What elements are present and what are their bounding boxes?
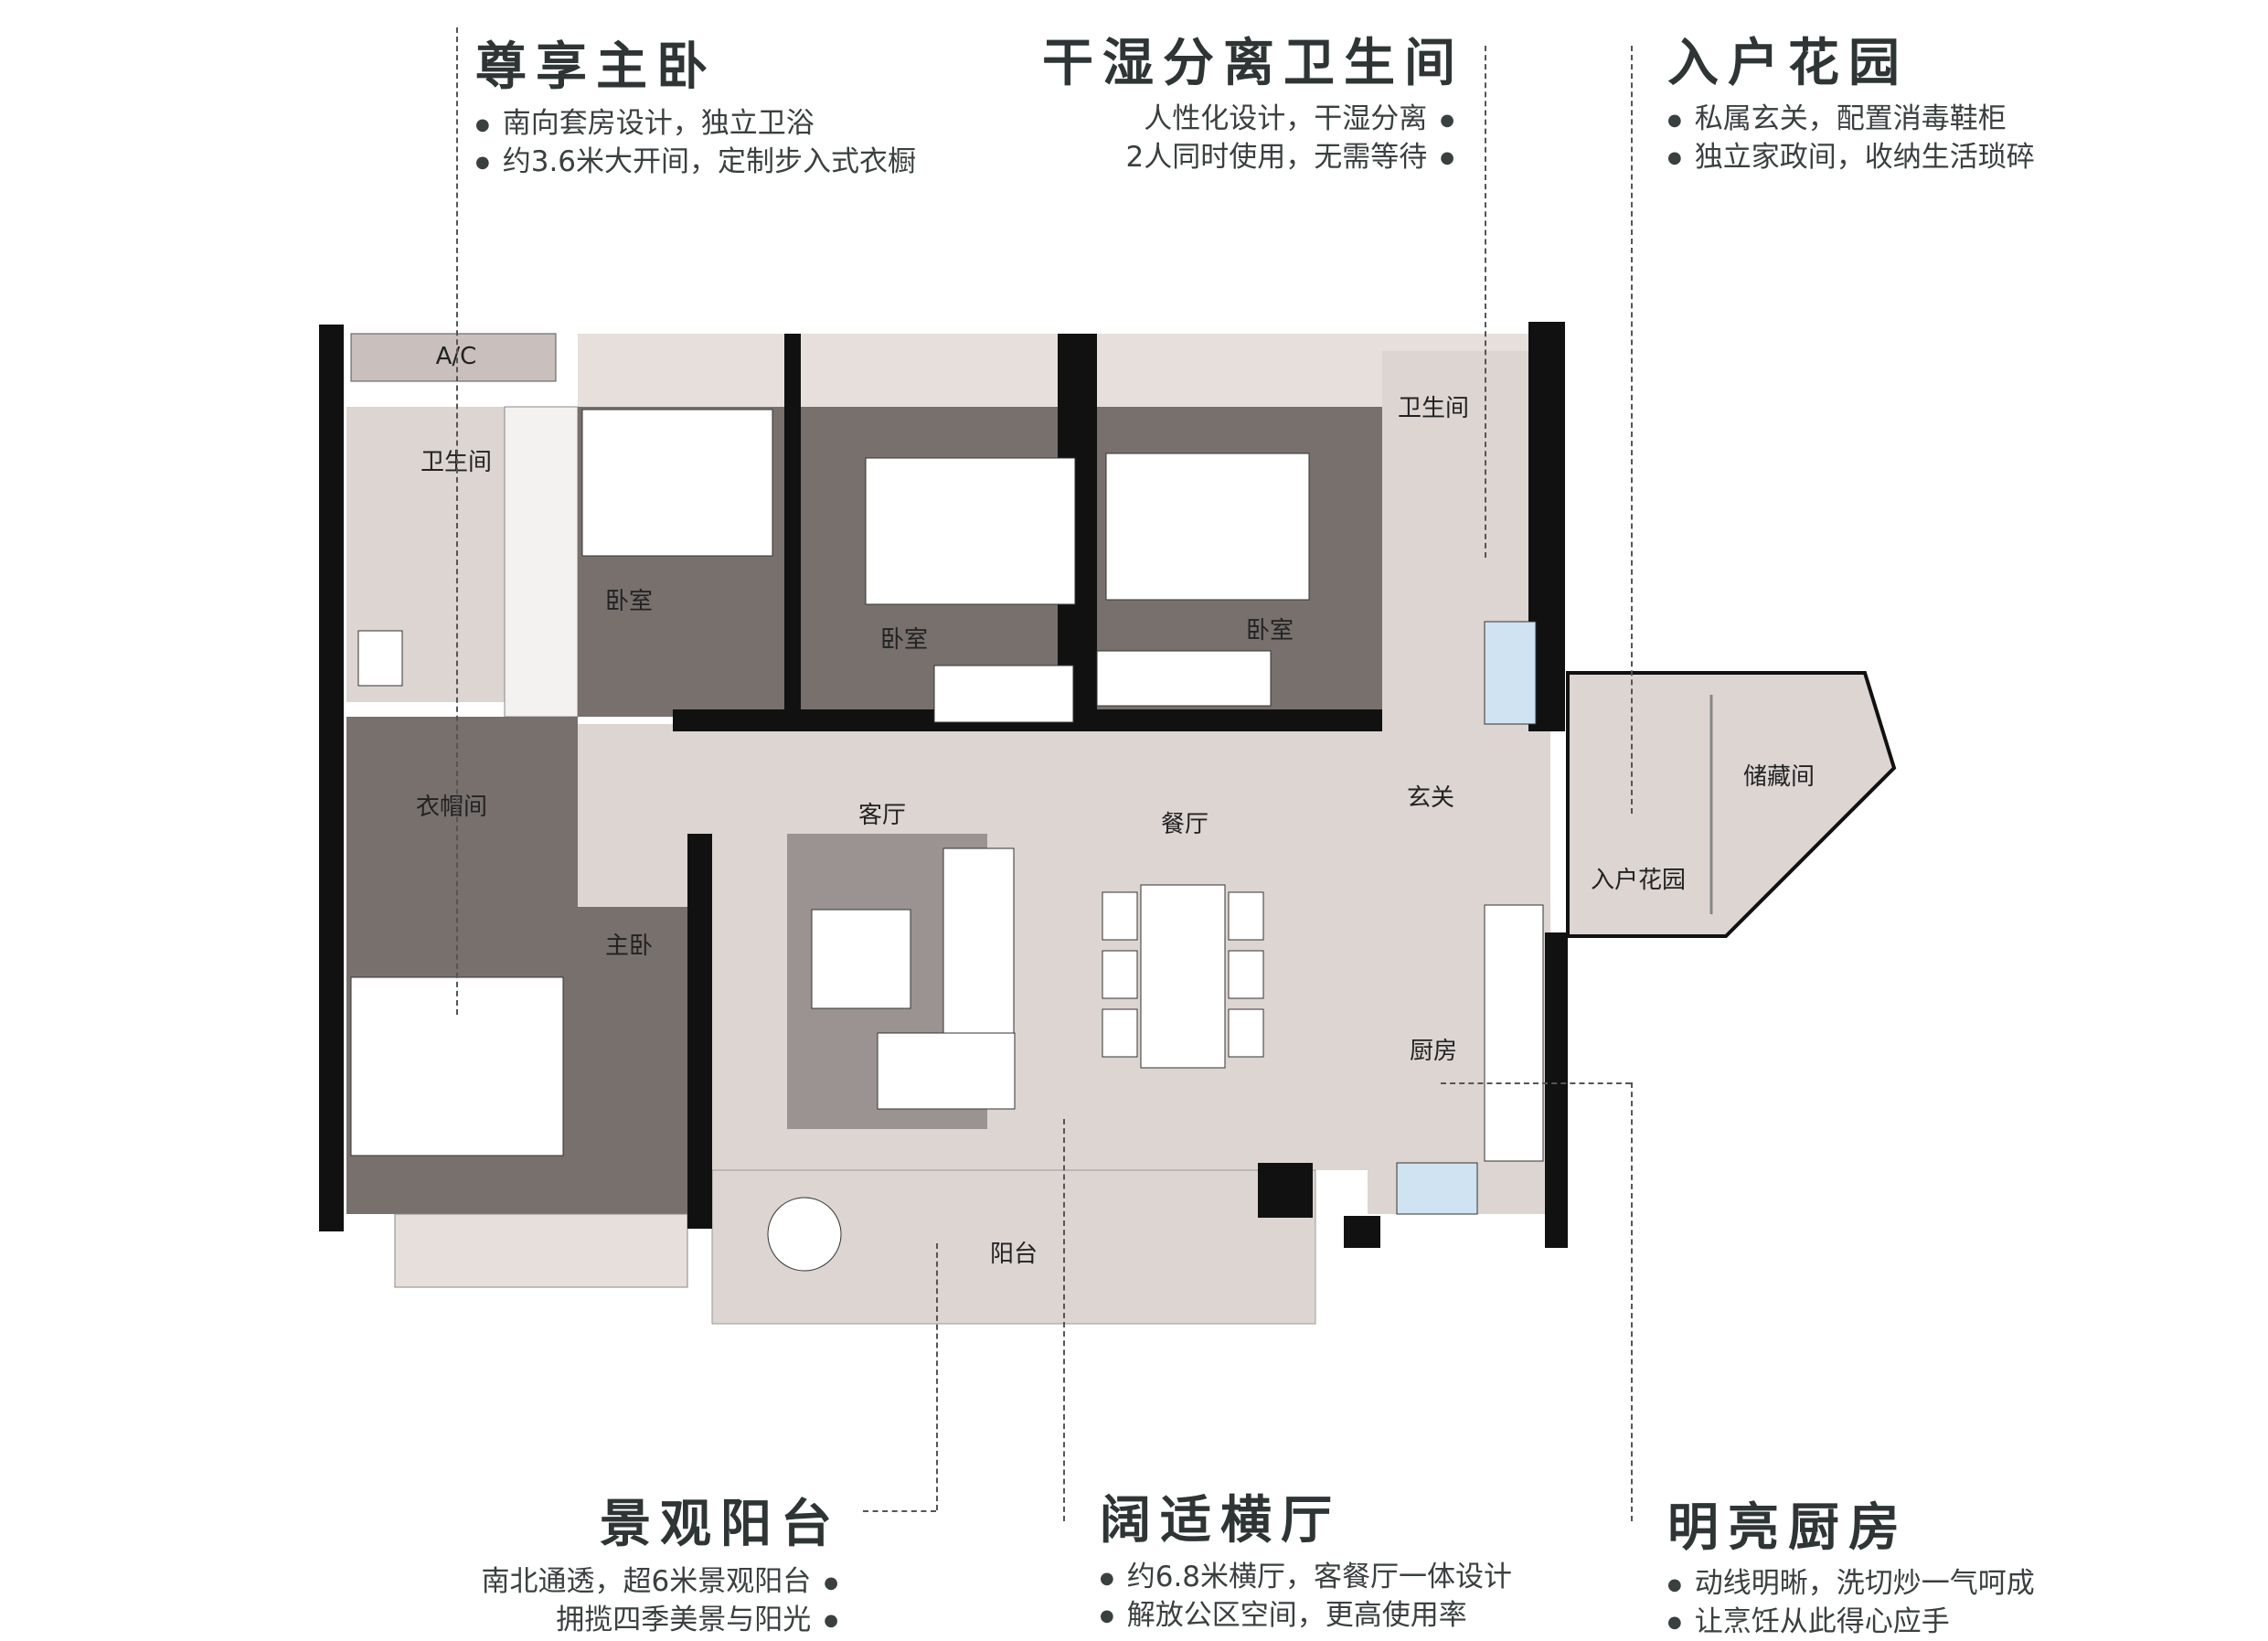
chair <box>1102 892 1137 940</box>
room-label-bath-2: 卫生间 <box>1398 395 1469 422</box>
leader-line <box>1441 1082 1631 1084</box>
chair <box>1229 951 1263 998</box>
room-label-balcony: 阳台 <box>990 1241 1038 1268</box>
wall <box>1344 1216 1380 1248</box>
room-label-entry-garden: 入户花园 <box>1591 867 1686 894</box>
lounge-chair <box>768 1198 841 1271</box>
leader-line <box>1063 1119 1065 1521</box>
room-label-master-bedroom: 主卧 <box>605 932 653 960</box>
bed <box>582 410 772 556</box>
window-strip <box>395 1214 687 1287</box>
leader-line <box>1485 46 1486 558</box>
wall <box>1258 1163 1313 1218</box>
leader-line <box>863 1510 936 1512</box>
cabinet <box>934 666 1073 722</box>
entry-garden-floor <box>1568 673 1894 936</box>
sofa <box>878 1033 1015 1109</box>
cabinet <box>1097 651 1271 706</box>
chair <box>1229 892 1263 940</box>
wall <box>784 334 801 722</box>
sink <box>1397 1163 1477 1214</box>
room-label-kitchen: 厨房 <box>1410 1038 1457 1065</box>
leader-line <box>936 1243 938 1510</box>
chair <box>1102 1009 1137 1057</box>
leader-line <box>1631 1082 1633 1521</box>
room-label-bedroom-1: 卧室 <box>605 588 653 615</box>
room-label-cloakroom: 衣帽间 <box>416 794 487 821</box>
room-label-bedroom-3: 卧室 <box>1246 617 1294 645</box>
room-label-storage: 储藏间 <box>1743 763 1815 791</box>
sink <box>358 631 402 686</box>
room-label-bedroom-2: 卧室 <box>880 626 928 654</box>
chair <box>1102 951 1137 998</box>
wardrobe <box>505 407 578 717</box>
wall <box>687 834 712 1229</box>
room-label-living-room: 客厅 <box>858 802 906 829</box>
bed <box>1106 453 1309 600</box>
chair <box>1229 1009 1263 1057</box>
room-label-dining-room: 餐厅 <box>1161 811 1209 838</box>
room-label-foyer: 玄关 <box>1407 784 1454 812</box>
bed <box>866 458 1075 604</box>
leader-line <box>456 27 458 1015</box>
sink <box>1485 622 1536 724</box>
wall <box>1545 932 1568 1248</box>
leader-line <box>1631 46 1633 814</box>
dining-table <box>1141 885 1225 1068</box>
wall <box>319 325 344 1231</box>
kitchen-counter <box>1485 905 1543 1161</box>
coffee-table <box>812 910 910 1008</box>
